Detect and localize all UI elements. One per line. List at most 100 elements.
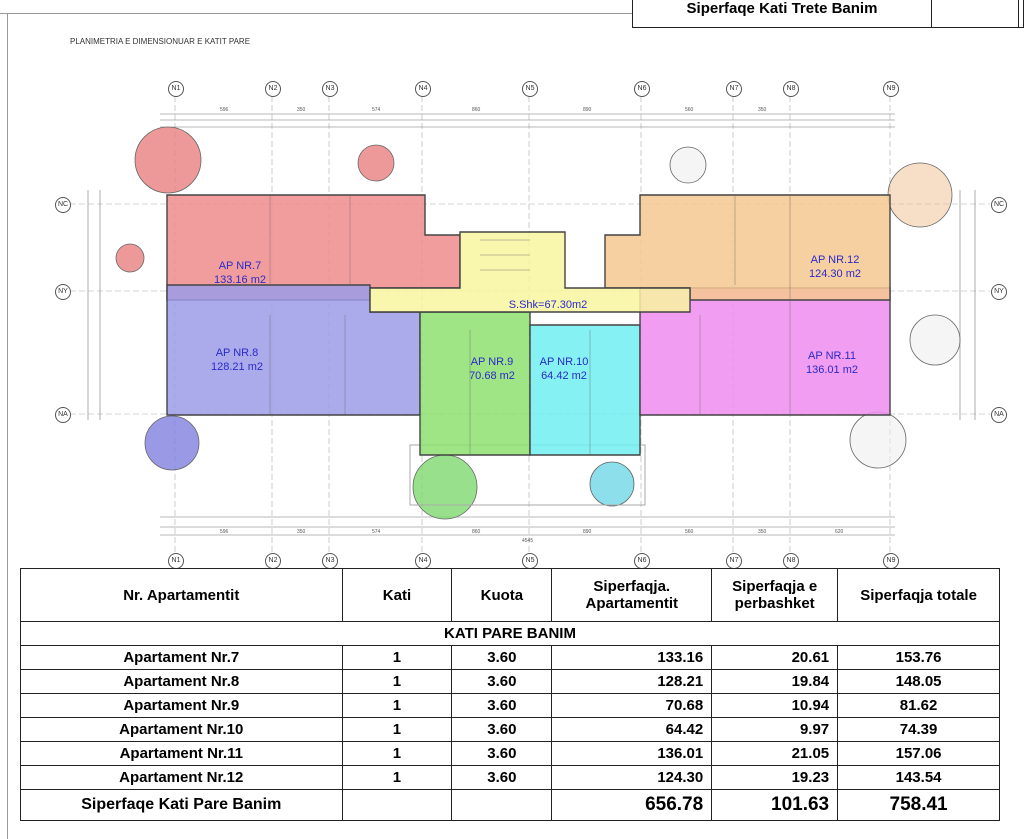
axis-n1-bottom: N1 [168, 553, 184, 569]
axis-n8-bottom: N8 [783, 553, 799, 569]
cell-level: 3.60 [451, 741, 553, 766]
axis-na: NA [55, 407, 71, 423]
common-area-label: S.Shk=67.30m2 [508, 299, 588, 311]
apartment-9-label: AP NR.9 70.68 m2 [452, 355, 532, 383]
apartment-name: AP NR.11 [808, 350, 856, 362]
apartment-8-label: AP NR.8 128.21 m2 [197, 346, 277, 374]
apartment-area: 70.68 m2 [469, 370, 515, 382]
frame-border-top [0, 13, 1024, 14]
dim-top: 596 [220, 107, 229, 113]
area-table: Nr. Apartamentit Kati Kuota Siperfaqja. … [20, 568, 1000, 821]
frame-border-left [7, 13, 8, 839]
cell-level: 3.60 [451, 669, 553, 694]
cell-apartment: Apartament Nr.10 [20, 717, 343, 742]
cell-level: 3.60 [451, 717, 553, 742]
cell-total-area: 153.76 [837, 645, 1000, 670]
cell-level: 3.60 [451, 765, 553, 790]
axis-n3-bottom: N3 [322, 553, 338, 569]
cell-apartment: Apartament Nr.11 [20, 741, 343, 766]
axis-nc: NC [55, 197, 71, 213]
header-level: Kuota [451, 568, 553, 622]
dim-top: 350 [297, 107, 306, 113]
top-summary-box: Siperfaqe Kati Trete Banim [632, 0, 1024, 28]
cell-total-area: 143.54 [837, 765, 1000, 790]
total-area: 758.41 [837, 789, 1000, 821]
axis-n5: N5 [522, 81, 538, 97]
apartment-area: 124.30 m2 [809, 268, 861, 280]
axis-n1: N1 [168, 81, 184, 97]
cell-apartment-area: 128.21 [551, 669, 713, 694]
cell-apartment-area: 136.01 [551, 741, 713, 766]
apartment-name: AP NR.8 [215, 347, 259, 359]
axis-na-right: NA [991, 407, 1007, 423]
header-floor: Kati [341, 568, 453, 622]
dim-top: 560 [685, 107, 694, 113]
cell-floor: 1 [341, 741, 453, 766]
cell-total-area: 157.06 [837, 741, 1000, 766]
axis-n8: N8 [783, 81, 799, 97]
axis-n6: N6 [634, 81, 650, 97]
cell-common-area: 10.94 [711, 693, 839, 718]
plan-title: PLANIMETRIA E DIMENSIONUAR E KATIT PARE [70, 37, 251, 46]
apartment-name: AP NR.10 [539, 356, 589, 368]
dim-bottom: 890 [583, 529, 592, 535]
axis-n6-bottom: N6 [634, 553, 650, 569]
header-common-area: Siperfaqja e perbashket [711, 568, 839, 622]
cell-common-area: 21.05 [711, 741, 839, 766]
axis-n9: N9 [883, 81, 899, 97]
apartment-area: 64.42 m2 [541, 370, 587, 382]
cell-apartment: Apartament Nr.7 [20, 645, 343, 670]
cell-apartment: Apartament Nr.8 [20, 669, 343, 694]
apartment-12-area [604, 194, 891, 301]
cell-level: 3.60 [451, 645, 553, 670]
apartment-12-label: AP NR.12 124.30 m2 [795, 253, 875, 281]
apartment-area: 128.21 m2 [211, 361, 263, 373]
cell-common-area: 9.97 [711, 717, 839, 742]
apartment-7-label: AP NR.7 133.16 m2 [200, 259, 280, 287]
axis-n2-bottom: N2 [265, 553, 281, 569]
dim-bottom: 350 [758, 529, 767, 535]
cell-empty [341, 789, 453, 821]
top-summary-cell [932, 0, 1019, 27]
cell-level: 3.60 [451, 693, 553, 718]
cell-floor: 1 [341, 717, 453, 742]
axis-n2: N2 [265, 81, 281, 97]
apartment-name: AP NR.7 [218, 260, 262, 272]
dim-top: 350 [758, 107, 767, 113]
dim-top: 890 [583, 107, 592, 113]
apartment-10-area [529, 324, 641, 456]
dim-bottom: 574 [372, 529, 381, 535]
apartment-name: AP NR.9 [470, 356, 514, 368]
axis-n7: N7 [726, 81, 742, 97]
cell-apartment-area: 133.16 [551, 645, 713, 670]
apartment-name: AP NR.12 [810, 254, 860, 266]
cell-apartment-area: 70.68 [551, 693, 713, 718]
cell-floor: 1 [341, 669, 453, 694]
axis-n7-bottom: N7 [726, 553, 742, 569]
dim-bottom: 560 [685, 529, 694, 535]
total-label: Siperfaqe Kati Pare Banim [20, 789, 343, 821]
header-apartment: Nr. Apartamentit [20, 568, 343, 622]
cell-empty [451, 789, 553, 821]
cell-floor: 1 [341, 693, 453, 718]
cell-floor: 1 [341, 765, 453, 790]
header-total-area: Siperfaqja totale [837, 568, 1000, 622]
balcony-circle [134, 126, 202, 194]
common-area [369, 231, 691, 313]
total-apartment-area: 656.78 [551, 789, 713, 821]
axis-ny-right: NY [991, 284, 1007, 300]
axis-n4-bottom: N4 [415, 553, 431, 569]
total-common-area: 101.63 [711, 789, 839, 821]
axis-n3: N3 [322, 81, 338, 97]
apartment-area: 133.16 m2 [214, 274, 266, 286]
axis-ny: NY [55, 284, 71, 300]
cell-apartment-area: 64.42 [551, 717, 713, 742]
